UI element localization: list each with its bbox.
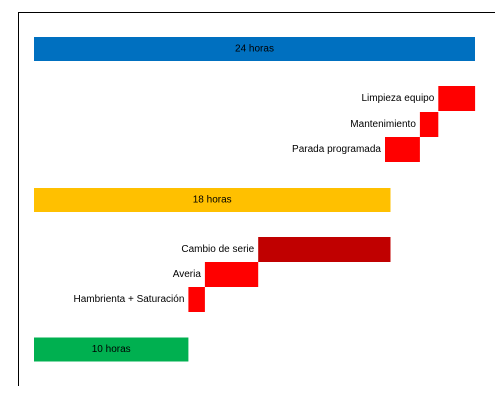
bar-18-horas [34,188,391,212]
bar-label-10-horas: 10 horas [92,344,131,355]
bar-label-24-horas: 24 horas [235,44,274,55]
bar-cambio-de-serie [258,237,391,262]
category-label-mantenimiento: Mantenimiento [350,119,416,130]
bar-parada-programada [385,137,420,162]
bars-layer [34,37,476,362]
bar-limpieza-equipo [438,86,476,111]
category-label-hambrienta-saturacion: Hambrienta + Saturación [73,294,184,305]
category-label-limpieza-equipo: Limpieza equipo [361,93,434,104]
plot-area-mask-right [495,11,499,389]
category-label-cambio-de-serie: Cambio de serie [181,244,254,255]
bar-10-horas [34,337,189,362]
plot-area-mask-bottom [17,386,499,389]
bar-averia [204,262,259,287]
bar-24-horas [34,37,475,61]
bar-hambrienta-saturacion [188,287,205,312]
bar-label-18-horas: 18 horas [193,195,232,206]
category-label-parada-programada: Parada programada [292,144,381,155]
bar-mantenimiento [419,112,439,137]
category-label-averia: Averia [173,269,202,280]
